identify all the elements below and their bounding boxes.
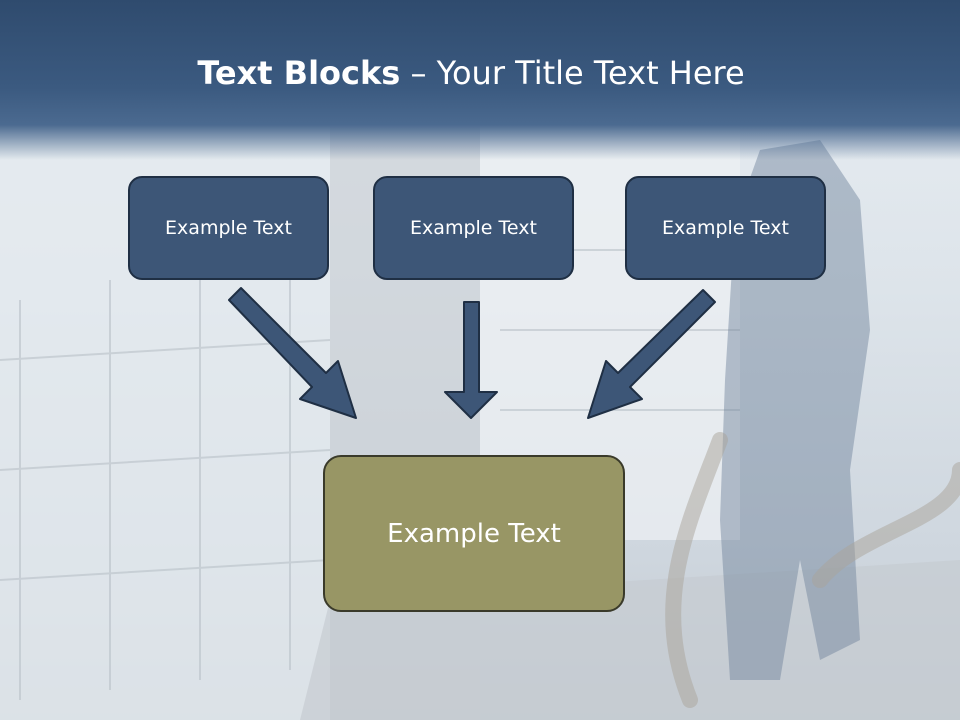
slide-title: Text Blocks – Your Title Text Here — [0, 54, 942, 92]
text-block-3[interactable]: Example Text — [625, 176, 826, 280]
text-block-1-label: Example Text — [165, 217, 292, 239]
result-block-label: Example Text — [387, 518, 561, 549]
title-rest: – Your Title Text Here — [400, 54, 745, 92]
arrow-down-right-icon — [228, 287, 357, 419]
header-band — [0, 0, 960, 160]
result-block[interactable]: Example Text — [323, 455, 625, 612]
arrow-down-left-icon — [587, 289, 716, 419]
text-block-1[interactable]: Example Text — [128, 176, 329, 280]
text-block-3-label: Example Text — [662, 217, 789, 239]
text-block-2-label: Example Text — [410, 217, 537, 239]
text-block-2[interactable]: Example Text — [373, 176, 574, 280]
title-bold: Text Blocks — [197, 54, 401, 92]
arrow-down-icon — [444, 301, 498, 419]
